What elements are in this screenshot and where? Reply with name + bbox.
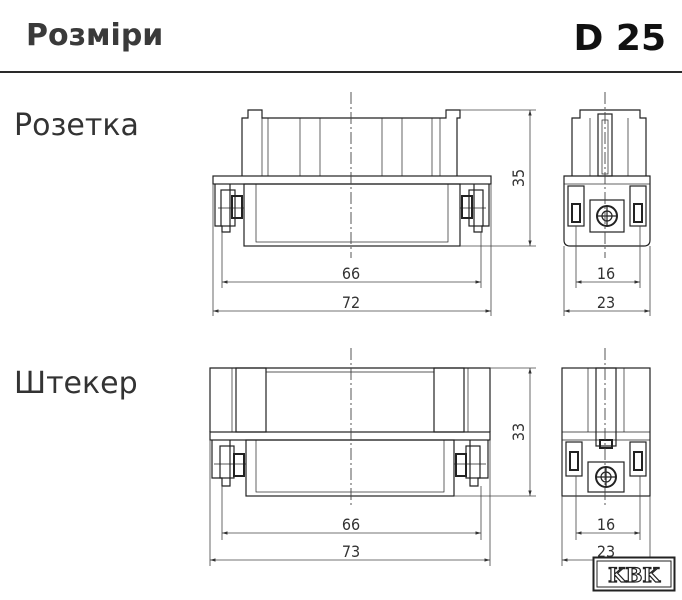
socket-label: Розетка [14, 108, 139, 143]
plug-label: Штекер [14, 366, 138, 401]
logo-text: KBK [608, 563, 660, 587]
header-divider [0, 71, 682, 73]
socket-dim-66: 66 [342, 264, 360, 283]
page-title: Розміри [26, 18, 164, 53]
socket-side-dim-23: 23 [597, 293, 615, 312]
socket-dim-35: 35 [509, 169, 528, 187]
kbk-logo: KBK [592, 556, 676, 592]
socket-dim-72: 72 [342, 293, 360, 312]
plug-front-view [209, 348, 536, 566]
plug-side-dim-23: 23 [597, 542, 615, 561]
plug-side-dim-16: 16 [597, 515, 615, 534]
socket-side-dim-16: 16 [597, 264, 615, 283]
socket-side-view [563, 92, 651, 316]
plug-dim-66: 66 [342, 515, 360, 534]
product-code: D 25 [573, 18, 666, 59]
plug-dim-73: 73 [342, 542, 360, 561]
socket-front-view [212, 92, 536, 316]
plug-side-view [561, 348, 651, 566]
plug-dim-33: 33 [509, 423, 528, 441]
